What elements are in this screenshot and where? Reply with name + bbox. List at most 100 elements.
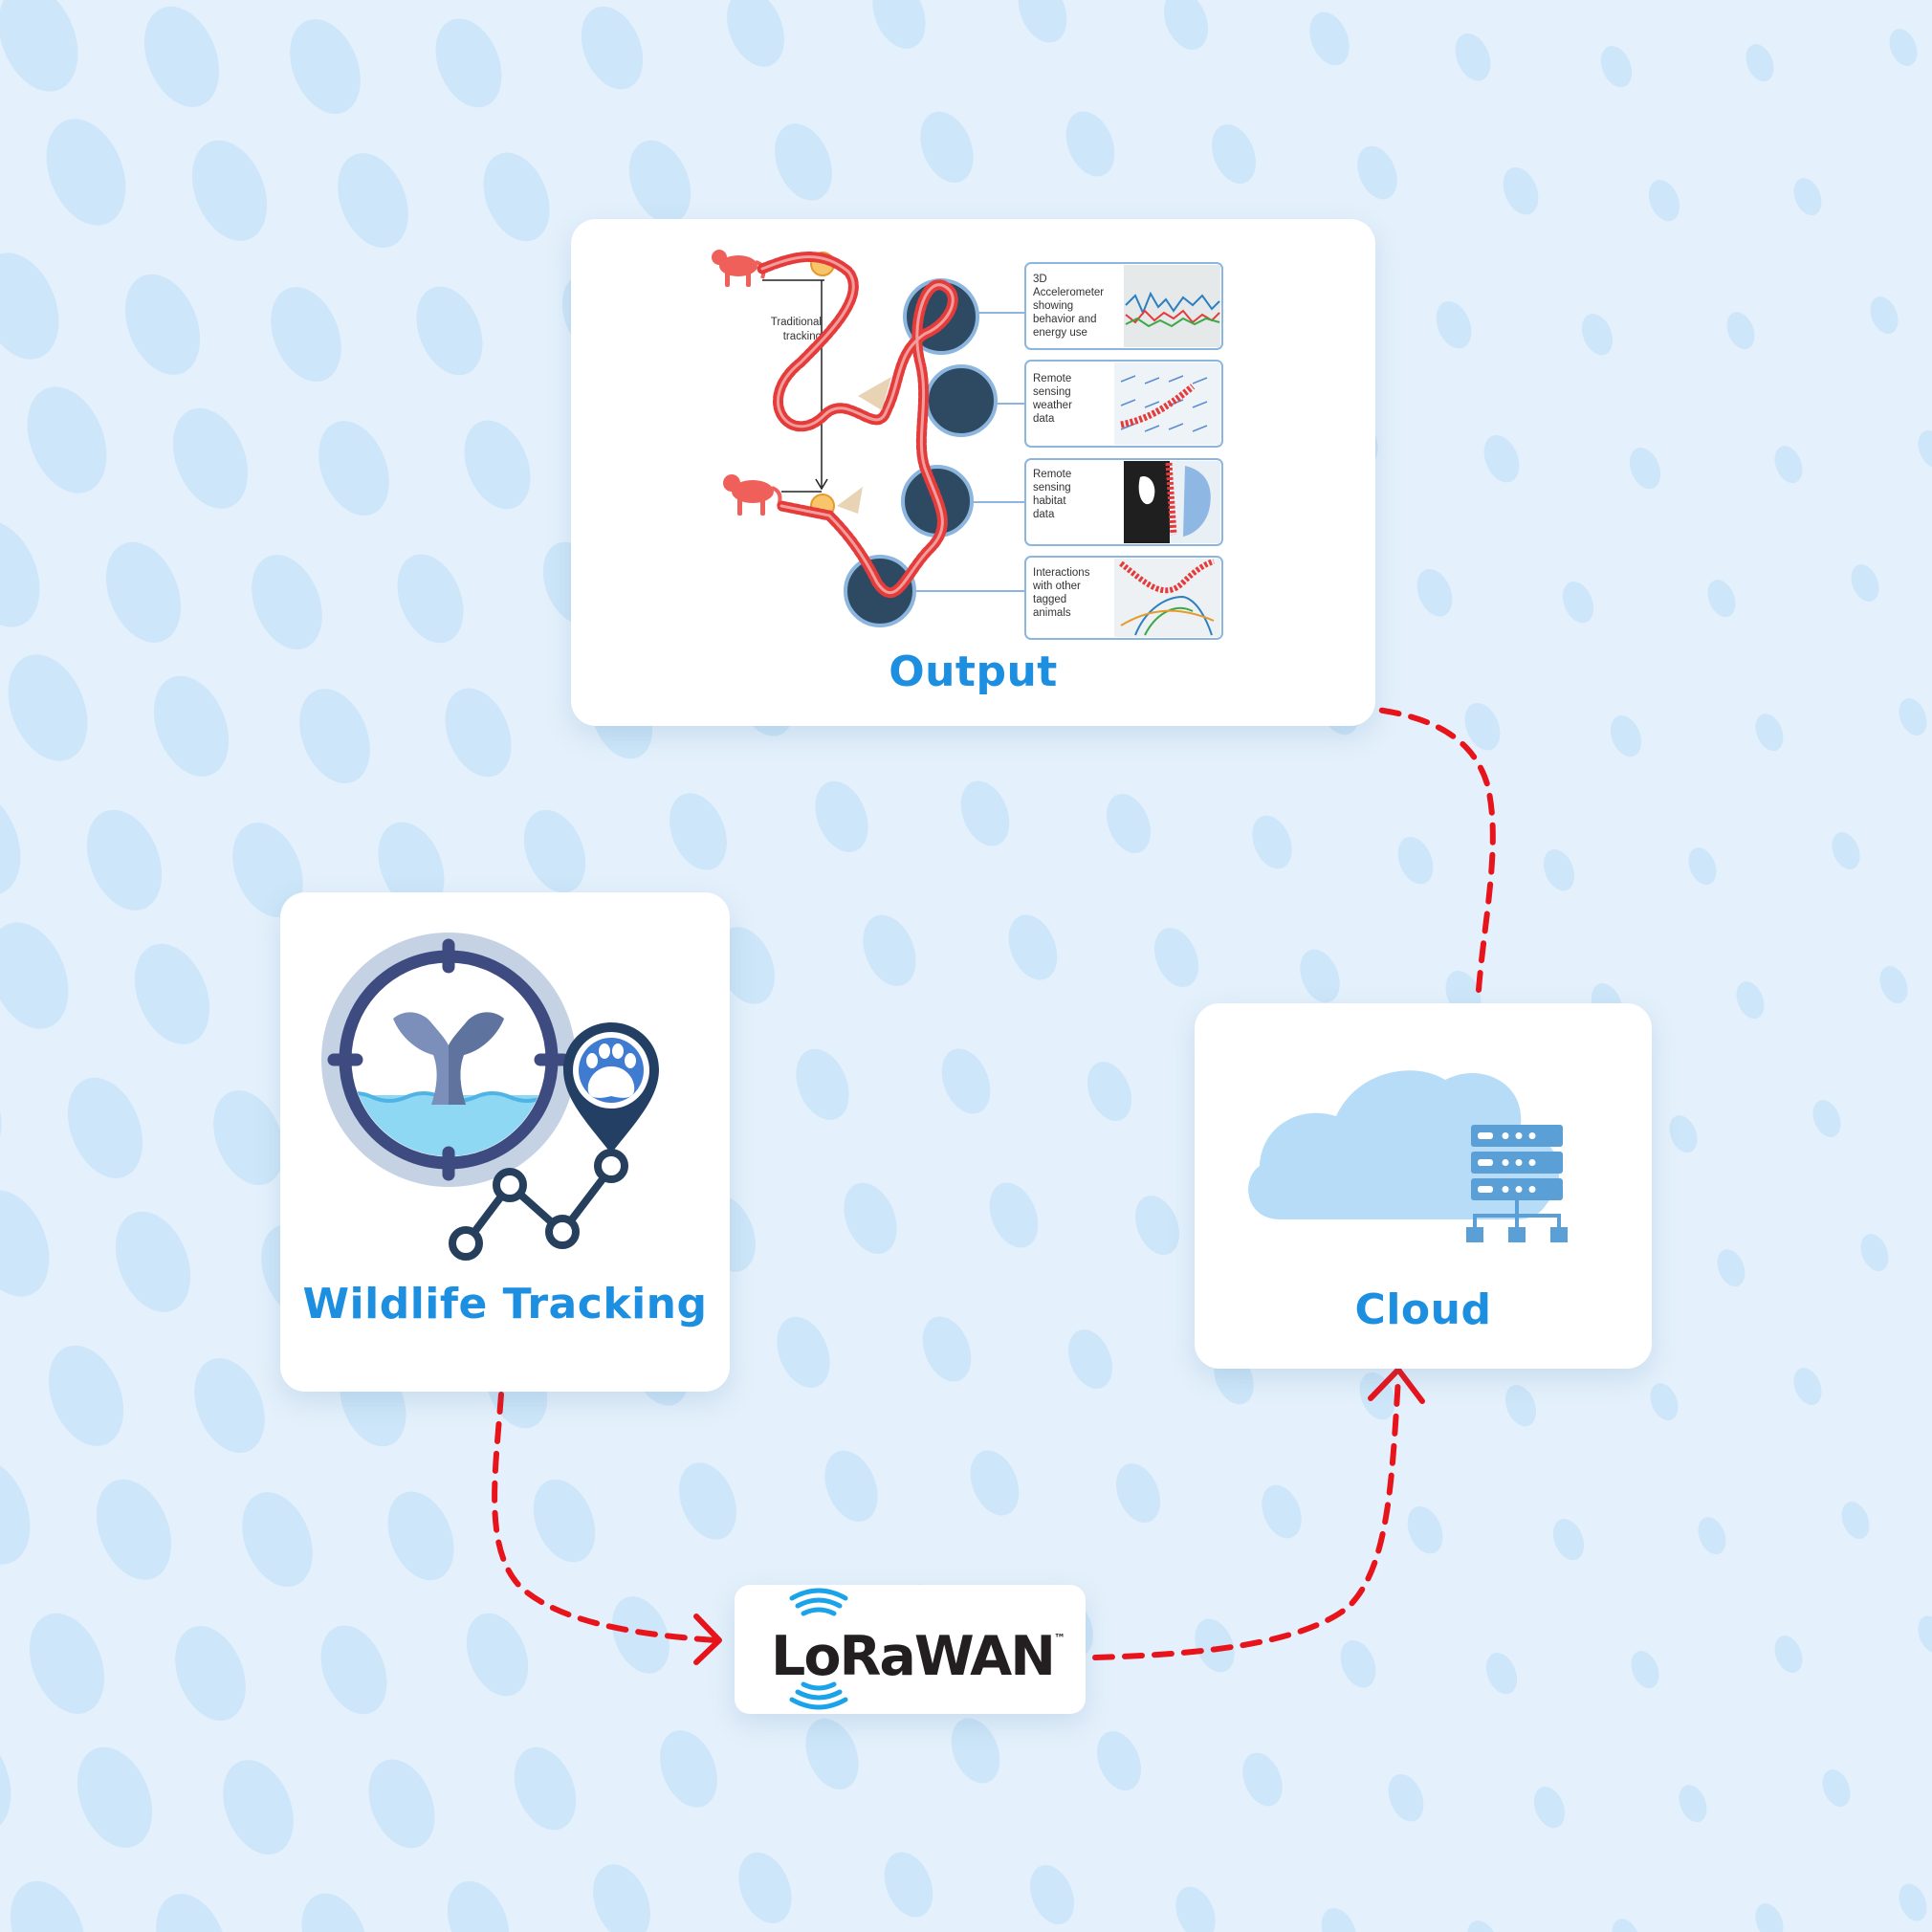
background-dot [1650, 1383, 1679, 1421]
background-dot [1154, 928, 1198, 987]
svg-text:sensing: sensing [1033, 482, 1071, 494]
background-dot [1455, 33, 1491, 81]
background-dot [397, 554, 464, 644]
background-dot [1918, 1615, 1932, 1654]
background-dot [483, 152, 550, 242]
background-dot [738, 1852, 792, 1923]
background-dot [628, 140, 692, 224]
background-dot [1822, 1769, 1851, 1808]
background-dot [717, 927, 775, 1004]
background-dot [1581, 314, 1614, 356]
background-dot [960, 780, 1010, 846]
background-dot [970, 1450, 1020, 1516]
background-dot [533, 1479, 596, 1563]
background-dot [1321, 1907, 1357, 1932]
background-dot [1030, 1865, 1074, 1924]
background-dot [1688, 847, 1717, 886]
background-dot [416, 286, 483, 376]
panel-accelerometer: 3D Accelerometer showing behavior and en… [1024, 262, 1223, 350]
wildlife-tracking-card[interactable]: Wildlife Tracking [280, 892, 730, 1392]
svg-text:3D: 3D [1033, 274, 1047, 285]
background-dot [1707, 580, 1736, 618]
background-dot [612, 1596, 670, 1674]
background-dot [922, 1316, 972, 1382]
background-dot [1600, 46, 1633, 88]
background-dot [1242, 1752, 1283, 1807]
background-dot [0, 0, 78, 92]
background-dot [175, 1626, 246, 1722]
background-dot [920, 111, 974, 183]
background-dot [77, 1746, 153, 1848]
background-dot [338, 153, 408, 249]
background-dot [951, 1718, 1000, 1784]
lorawan-logo-text: LoRaWAN [771, 1625, 1056, 1688]
background-dot [660, 1730, 717, 1808]
background-dot [1503, 166, 1539, 215]
background-dot [1552, 1519, 1585, 1561]
background-dot [143, 6, 220, 107]
background-dot [1610, 715, 1642, 757]
background-dot [1097, 1731, 1141, 1790]
background-dot [1164, 0, 1208, 50]
background-dot [105, 541, 182, 643]
background-dot [156, 1894, 227, 1932]
background-dot [514, 1746, 577, 1831]
background-dot [124, 274, 201, 375]
background-dot [727, 0, 784, 67]
background-dot [0, 1056, 2, 1163]
svg-text:sensing: sensing [1033, 386, 1071, 398]
background-dot [1485, 1653, 1518, 1695]
background-dot [1612, 1919, 1640, 1932]
background-dot [777, 1316, 830, 1388]
background-dot [1679, 1785, 1707, 1823]
cloud-card[interactable]: Cloud [1195, 1003, 1652, 1369]
background-dot [387, 1491, 454, 1581]
background-dot [0, 788, 21, 895]
tracking-figure: Traditional tracking 3D Accelerometer [712, 250, 1223, 640]
background-dot [1416, 568, 1453, 617]
background-dot [96, 1479, 172, 1580]
trademark-symbol: ™ [1053, 1632, 1065, 1645]
output-card[interactable]: Traditional tracking 3D Accelerometer [571, 219, 1375, 726]
background-dot [1755, 714, 1784, 752]
background-dot [1918, 430, 1932, 469]
background-dot [191, 140, 268, 241]
svg-text:Accelerometer: Accelerometer [1033, 287, 1104, 298]
background-dot [1212, 124, 1256, 184]
background-dot [46, 119, 126, 226]
lorawan-card[interactable]: LoRaWAN™ [735, 1585, 1086, 1714]
background-dot [1388, 1773, 1424, 1822]
background-dot [1116, 1463, 1160, 1523]
lorawan-logo: LoRaWAN™ [771, 1614, 1077, 1690]
background-dot [1669, 1115, 1698, 1153]
background-dot [1065, 111, 1115, 177]
background-dot [1879, 966, 1908, 1004]
svg-text:weather: weather [1032, 400, 1072, 411]
background-dot [1436, 300, 1472, 349]
background-dot [1483, 434, 1520, 483]
background-dot [1889, 29, 1918, 67]
svg-text:animals: animals [1033, 607, 1071, 619]
background-dot [884, 1852, 933, 1918]
paw-pin-icon [563, 1022, 659, 1153]
svg-text:data: data [1033, 413, 1055, 425]
background-dot [232, 823, 303, 918]
background-dot [378, 822, 445, 911]
background-dot [1832, 832, 1860, 870]
route-line-icon [449, 1149, 628, 1261]
background-dot [48, 1345, 124, 1446]
background-dot [1262, 1484, 1302, 1539]
background-dot [1899, 698, 1927, 736]
background-dot [1793, 1368, 1822, 1406]
svg-text:showing: showing [1033, 300, 1073, 312]
background-dot [1899, 1883, 1927, 1921]
background-dot [290, 19, 361, 115]
background-dot [0, 1725, 11, 1833]
signal-icon [789, 1588, 848, 1710]
background-dot [824, 1450, 878, 1522]
background-dot [1543, 849, 1575, 891]
background-dot [0, 520, 40, 627]
background-dot [1087, 1062, 1131, 1121]
background-dot [1359, 1372, 1395, 1420]
background-dot [1175, 1886, 1216, 1932]
